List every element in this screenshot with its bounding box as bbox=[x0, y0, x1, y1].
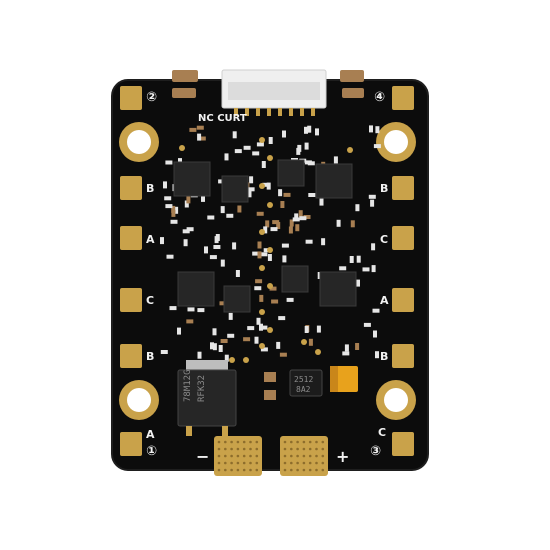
right-phase-1: B bbox=[380, 182, 388, 195]
right-phase-5: C bbox=[378, 426, 386, 439]
right-phase-3: A bbox=[380, 294, 389, 307]
minus-label: − bbox=[196, 447, 209, 466]
corner-4-label: ④ bbox=[374, 90, 385, 105]
left-phase-1: B bbox=[146, 182, 154, 195]
corner-3-label: ③ bbox=[370, 444, 381, 459]
corner-1-label: ① bbox=[146, 444, 157, 459]
cap-text-1: 2512 bbox=[294, 375, 313, 384]
left-phase-4: B bbox=[146, 350, 154, 363]
left-phase-5: A bbox=[146, 428, 155, 441]
solder-pad-icon bbox=[120, 86, 414, 456]
header-label: NC CURT bbox=[198, 113, 247, 124]
plus-label: + bbox=[336, 447, 349, 466]
regulator-chip bbox=[177, 360, 237, 436]
power-pad-positive bbox=[280, 436, 328, 476]
corner-2-label: ② bbox=[146, 90, 157, 105]
left-phase-3: C bbox=[146, 294, 154, 307]
left-phase-2: A bbox=[146, 233, 155, 246]
chip-icon bbox=[173, 159, 357, 313]
cap-text-2: 8A2 bbox=[296, 385, 311, 394]
right-phase-2: C bbox=[380, 233, 388, 246]
power-pad-negative bbox=[214, 436, 262, 476]
mounting-hole-icon bbox=[119, 122, 416, 420]
connector-icon bbox=[221, 69, 327, 109]
regulator-text-2: RFK32 bbox=[197, 375, 207, 402]
right-phase-4: B bbox=[380, 350, 388, 363]
regulator-text-1: 78M12G bbox=[183, 369, 193, 402]
